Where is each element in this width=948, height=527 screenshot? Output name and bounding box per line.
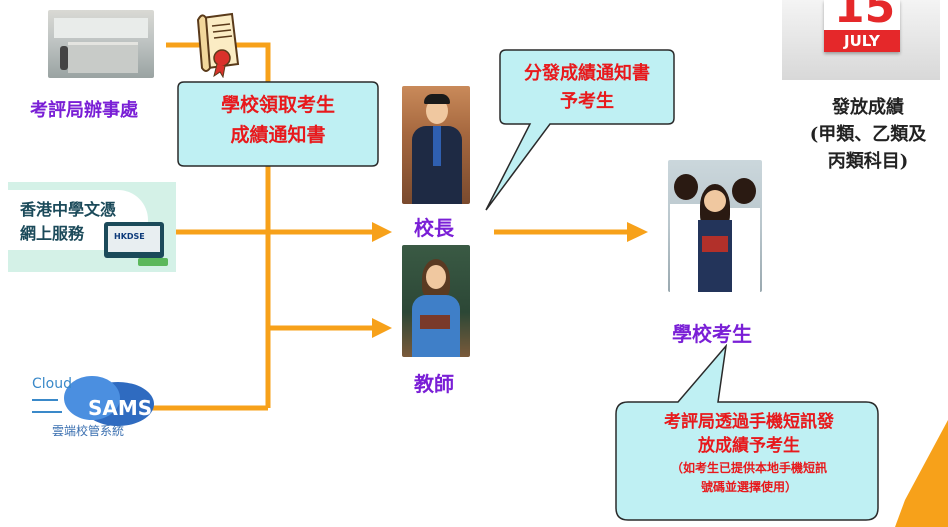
principal-label: 校長 — [414, 216, 454, 240]
sams-label: SAMS — [88, 396, 153, 420]
sms-line1: 考評局透過手機短訊發 — [664, 412, 834, 432]
distribute-line1: 分發成績通知書 — [524, 63, 650, 84]
students-image — [668, 160, 762, 292]
orange-corner-swoosh — [895, 420, 948, 527]
release-line3: 丙類科目) — [827, 151, 909, 172]
distribute-line2: 予考生 — [560, 91, 614, 112]
arrowhead-principal — [372, 222, 392, 242]
cloud-sams-logo: Cloud SAMS 雲端校管系統 — [28, 366, 160, 442]
cloud-label: Cloud — [32, 376, 72, 392]
school-collect-callout: 學校領取考生 成績通知書 — [178, 90, 378, 150]
teacher-image — [402, 245, 470, 357]
principal-image — [402, 86, 470, 204]
sms-callout-bubble — [615, 344, 879, 521]
sams-chinese-label: 雲端校管系統 — [52, 424, 125, 438]
students-label: 學校考生 — [672, 322, 752, 346]
certificate-scroll-icon — [196, 12, 240, 78]
sms-note-line1: （如考生已提供本地手機短訊 — [670, 461, 827, 475]
arrowhead-students — [627, 222, 648, 242]
distribute-callout: 分發成績通知書 予考生 — [502, 60, 672, 116]
hkeaa-office-label: 考評局辦事處 — [30, 100, 138, 121]
release-text: 發放成績 (甲類、乙類及 丙類科目) — [788, 94, 948, 175]
monitor-icon: HKDSE — [104, 222, 164, 258]
school-collect-line2: 成績通知書 — [230, 124, 326, 146]
release-line1: 發放成績 — [832, 97, 904, 118]
hkdse-online-service-panel: 香港中學文憑 網上服務 HKDSE — [8, 182, 176, 272]
calendar-month: JULY — [844, 32, 880, 50]
release-line2: (甲類、乙類及 — [809, 124, 927, 145]
sms-line2: 放成績予考生 — [698, 436, 800, 456]
sms-callout: 考評局透過手機短訊發 放成績予考生 （如考生已提供本地手機短訊 號碼並選擇使用） — [618, 410, 880, 496]
sms-note-line2: 號碼並選擇使用） — [700, 480, 797, 494]
online-service-line2: 網上服務 — [20, 224, 85, 243]
calendar-day: 15 — [834, 0, 896, 33]
school-collect-line1: 學校領取考生 — [220, 94, 335, 116]
calendar-icon: 15 JULY — [782, 0, 940, 80]
online-service-line1: 香港中學文憑 — [20, 200, 117, 219]
school-collect-callout-bubble — [177, 81, 379, 167]
teacher-label: 教師 — [414, 372, 454, 396]
hkdse-badge: HKDSE — [114, 232, 145, 241]
arrowhead-teacher — [372, 318, 392, 338]
cloud-icon — [32, 376, 154, 426]
distribute-callout-bubble — [485, 49, 675, 211]
hkeaa-office-photo — [48, 10, 154, 78]
